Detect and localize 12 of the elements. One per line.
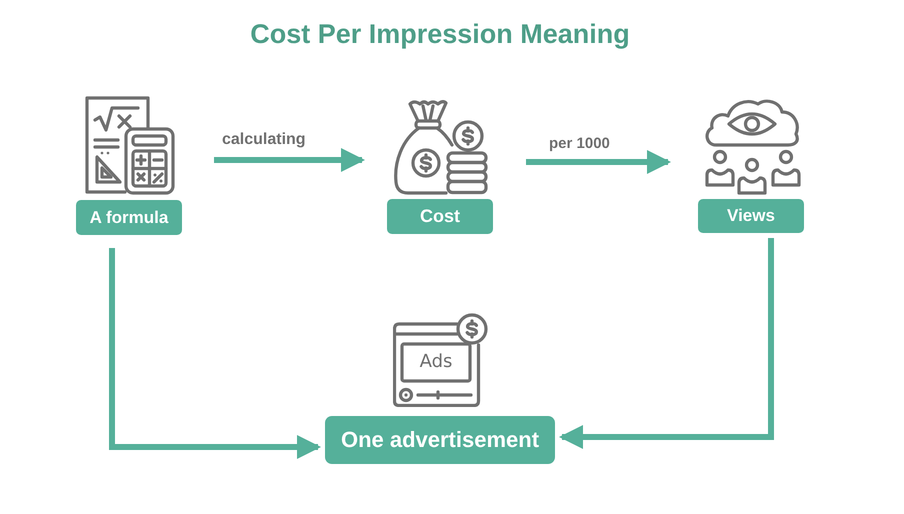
step-label: One advertisement	[325, 416, 555, 464]
arrow	[559, 238, 774, 449]
arrow	[109, 248, 321, 459]
edge-label: calculating	[222, 131, 306, 149]
icon-text: Ads	[420, 353, 452, 371]
edge-label: per 1000	[549, 136, 610, 152]
title: Cost Per Impression Meaning	[250, 18, 630, 51]
step-label: Cost	[387, 199, 493, 234]
step-label: A formula	[76, 200, 182, 235]
step-label: Views	[698, 199, 804, 233]
arrow	[526, 150, 671, 174]
arrow	[214, 148, 365, 172]
